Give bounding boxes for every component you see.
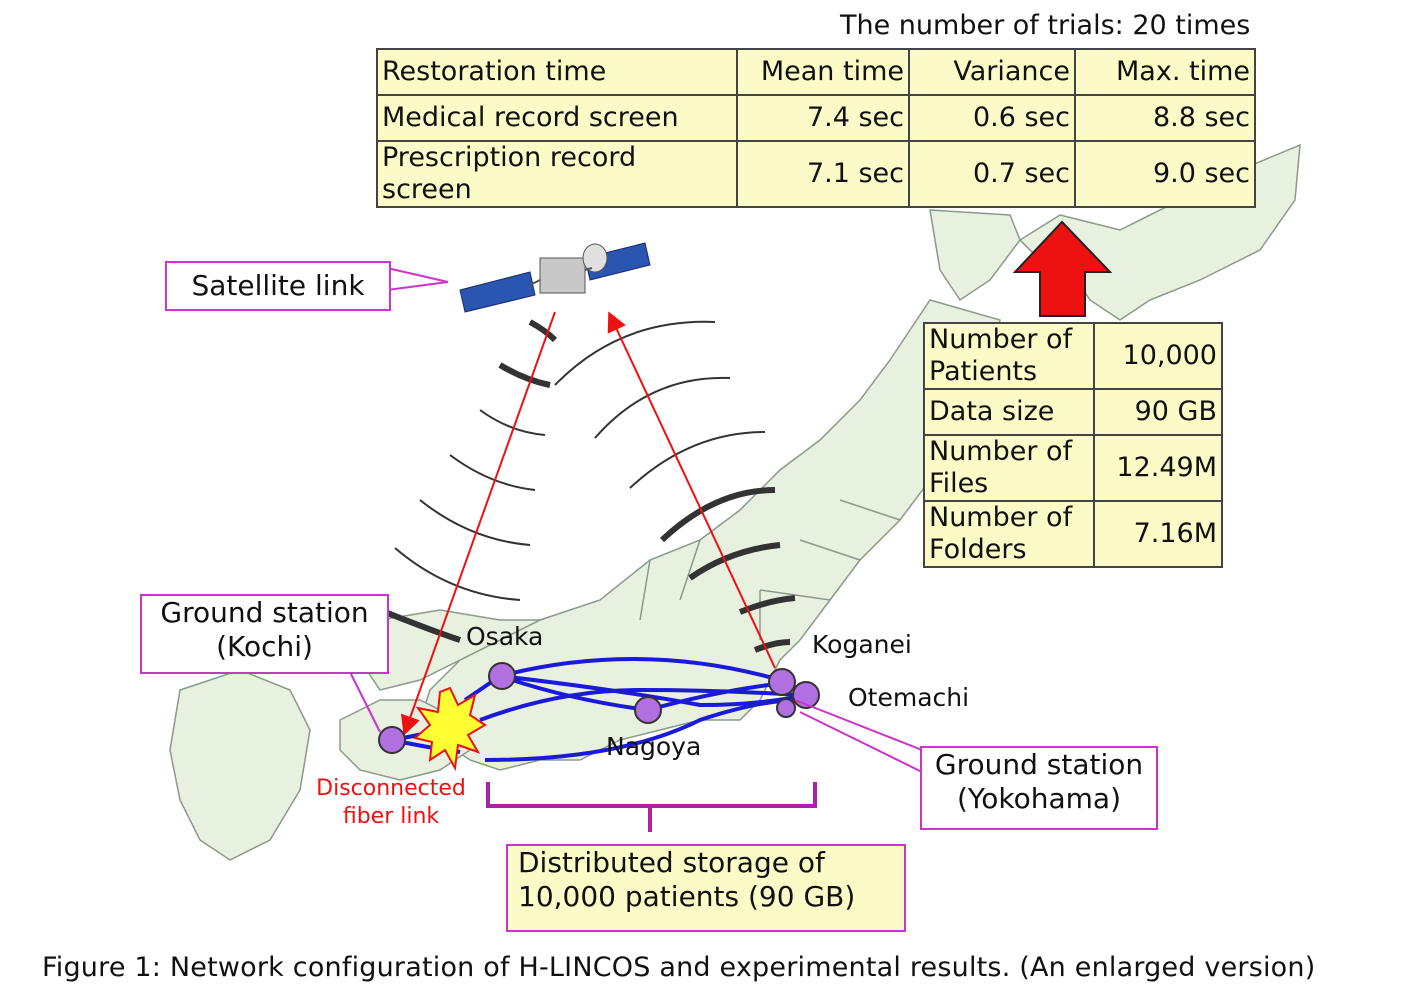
label-osaka: Osaka: [466, 622, 544, 651]
table-row: Prescription record screen 7.1 sec 0.7 s…: [376, 140, 1256, 208]
explosion-icon: [412, 686, 487, 772]
signal-waves-right: [554, 320, 796, 653]
satellite-icon: [459, 242, 651, 313]
label-koganei: Koganei: [812, 630, 912, 659]
node-osaka: [488, 662, 516, 690]
network-nodes: [378, 662, 820, 754]
node-nagoya: [634, 696, 662, 724]
stat-label: Number of Folders: [923, 500, 1095, 568]
satellite-link-callout: Satellite link: [165, 261, 391, 311]
stat-label: Data size: [923, 388, 1095, 436]
variance-value: 0.7 sec: [908, 140, 1076, 208]
header-restoration-time: Restoration time: [376, 48, 738, 96]
disconnected-fiber-label: Disconnected fiber link: [316, 776, 466, 829]
label-nagoya: Nagoya: [606, 732, 702, 761]
stats-table: Number of Patients 10,000 Data size 90 G…: [923, 322, 1223, 568]
japan-map: [169, 143, 1301, 861]
red-up-arrow-icon: [1012, 220, 1113, 317]
header-variance: Variance: [908, 48, 1076, 96]
callout-pointers: [349, 266, 923, 773]
max-value: 9.0 sec: [1074, 140, 1256, 208]
signal-waves-left: [378, 319, 558, 643]
ground-station-kochi-callout: Ground station (Kochi): [140, 594, 389, 674]
trials-note: The number of trials: 20 times: [840, 10, 1251, 41]
row-label: Prescription record screen: [376, 140, 738, 208]
max-value: 8.8 sec: [1074, 94, 1256, 142]
variance-value: 0.6 sec: [908, 94, 1076, 142]
storage-bracket: [486, 782, 817, 832]
row-label: Medical record screen: [376, 94, 738, 142]
header-max-time: Max. time: [1074, 48, 1256, 96]
mean-value: 7.4 sec: [736, 94, 910, 142]
label-otemachi: Otemachi: [848, 683, 970, 712]
node-koganei: [768, 668, 796, 696]
table-row: Medical record screen 7.4 sec 0.6 sec 8.…: [376, 94, 1256, 142]
uplink-arrow: [607, 311, 776, 669]
downlink-arrow: [400, 311, 556, 736]
stat-label: Number of Patients: [923, 322, 1095, 390]
results-header-row: Restoration time Mean time Variance Max.…: [376, 48, 1256, 96]
results-table: Restoration time Mean time Variance Max.…: [376, 48, 1256, 208]
table-row: Number of Folders 7.16M: [923, 500, 1223, 568]
stat-value: 10,000: [1093, 322, 1223, 390]
stat-value: 12.49M: [1093, 434, 1223, 502]
header-mean-time: Mean time: [736, 48, 910, 96]
node-yokohama: [776, 698, 796, 718]
figure-caption: Figure 1: Network configuration of H-LIN…: [42, 952, 1316, 983]
table-row: Number of Patients 10,000: [923, 322, 1223, 390]
ground-station-yokohama-callout: Ground station (Yokohama): [920, 746, 1158, 830]
node-kochi: [378, 726, 406, 754]
stat-value: 7.16M: [1093, 500, 1223, 568]
stat-label: Number of Files: [923, 434, 1095, 502]
distributed-storage-callout: Distributed storage of 10,000 patients (…: [506, 844, 906, 932]
mean-value: 7.1 sec: [736, 140, 910, 208]
table-row: Data size 90 GB: [923, 388, 1223, 436]
stat-value: 90 GB: [1093, 388, 1223, 436]
table-row: Number of Files 12.49M: [923, 434, 1223, 502]
